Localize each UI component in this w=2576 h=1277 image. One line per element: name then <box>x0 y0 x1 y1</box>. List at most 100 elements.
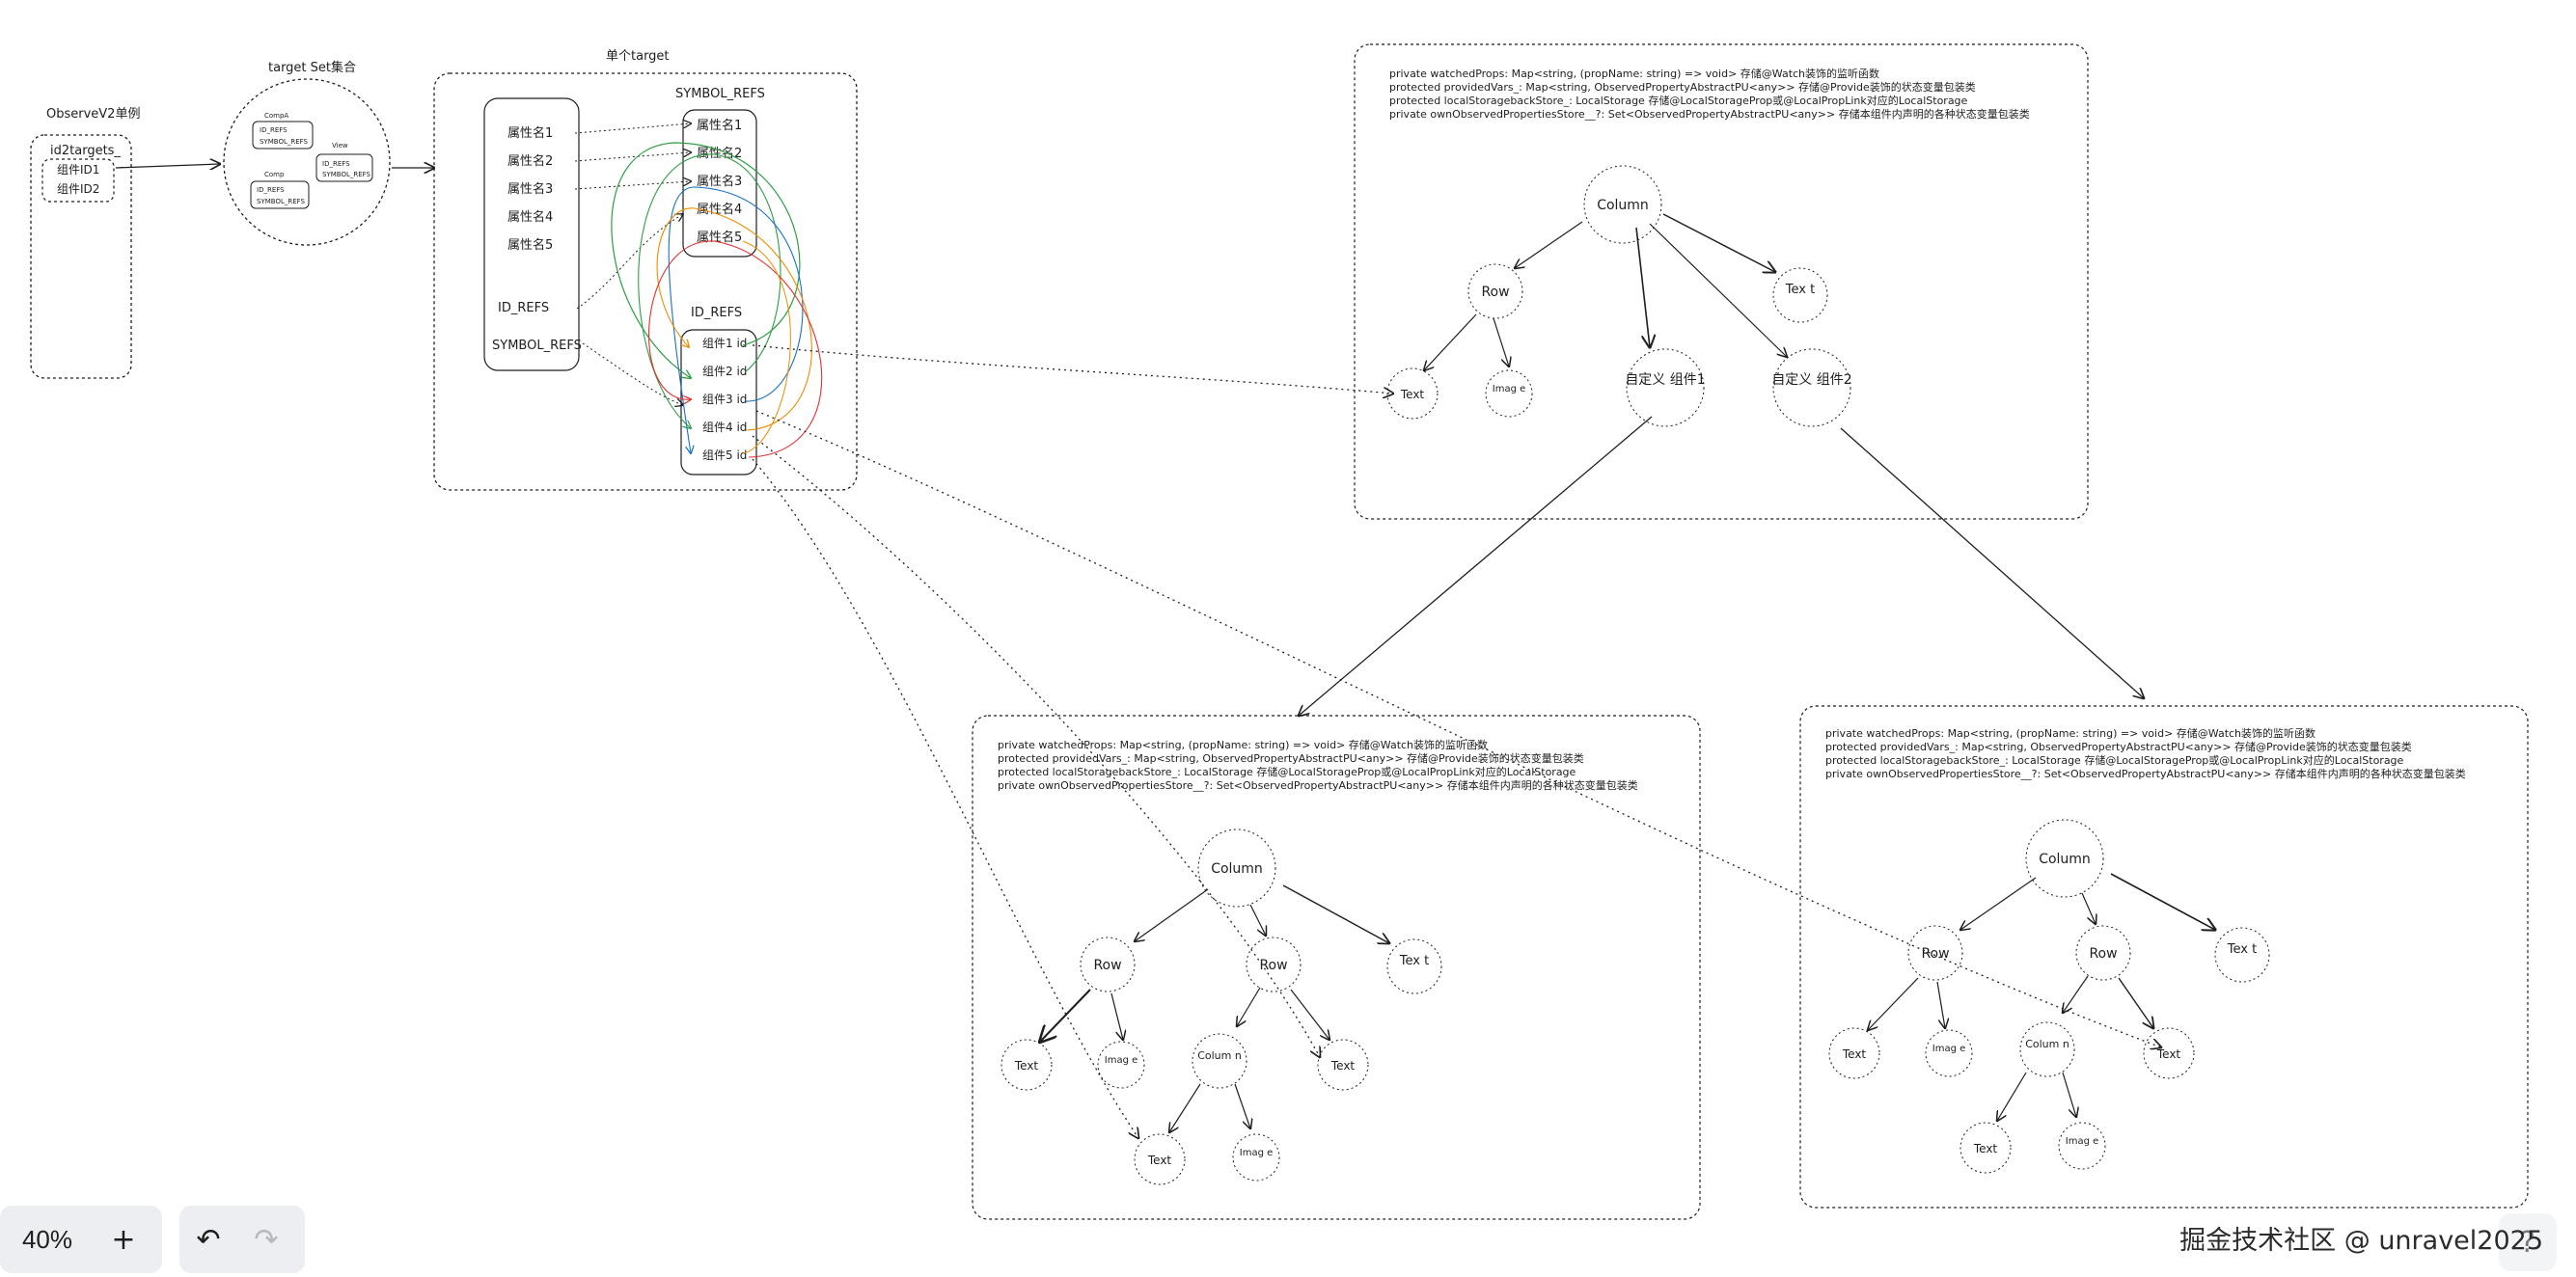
tree-edge[interactable] <box>1135 888 1209 941</box>
prop-link-arrow[interactable] <box>574 152 691 162</box>
tree-node-image[interactable] <box>2058 1122 2106 1170</box>
tree-node-text[interactable] <box>1828 1027 1880 1079</box>
tree-edge[interactable] <box>1649 223 1787 357</box>
id-refs-link-arrow[interactable] <box>576 214 683 310</box>
tree-node-column[interactable] <box>2025 819 2104 898</box>
undo-button[interactable]: ↶ <box>196 1222 221 1257</box>
single-target-title: 单个target <box>606 49 670 64</box>
dependency-curve-green-2[interactable] <box>638 153 781 428</box>
id-ref-link-to-text-b2[interactable] <box>752 458 1138 1138</box>
target-set[interactable]: target Set集合 CompA ID_REFS SYMBOL_REFS V… <box>223 60 391 246</box>
custom1-to-panel-b-arrow[interactable] <box>1299 416 1653 716</box>
tree-node-row[interactable] <box>1467 263 1523 319</box>
props-box[interactable] <box>483 97 580 371</box>
observer-map-box[interactable] <box>41 158 115 203</box>
tree-node-image[interactable] <box>1925 1029 1973 1077</box>
target-set-circle[interactable] <box>223 78 391 246</box>
single-target[interactable]: 单个target 属性名1 属性名2 属性名3 属性名4 属性名5 ID_REF… <box>433 49 858 491</box>
tree-node-label: Column <box>1211 861 1263 877</box>
tree-edge[interactable] <box>1997 1072 2027 1121</box>
component-panel-b-box[interactable] <box>972 715 1701 1220</box>
tree-node-row[interactable] <box>2075 925 2131 981</box>
symbol-refs-link-arrow[interactable] <box>582 342 683 405</box>
observer-singleton[interactable]: ObserveV2单例 id2targets_ 组件ID1 组件ID2 <box>30 107 140 379</box>
tree-edge[interactable] <box>1237 987 1261 1026</box>
dependency-curve-green[interactable] <box>611 142 801 378</box>
observer-box[interactable] <box>30 134 132 379</box>
prop-link-arrow[interactable] <box>574 181 691 190</box>
tree-edge[interactable] <box>1635 227 1650 347</box>
custom2-to-panel-c-arrow[interactable] <box>1840 427 2144 698</box>
tree-edge[interactable] <box>2118 977 2153 1028</box>
tree-node-column[interactable] <box>1192 1033 1247 1089</box>
tree-node-label: Imag e <box>2066 1136 2099 1147</box>
tree-node-text[interactable] <box>1959 1122 2012 1174</box>
zoom-level[interactable]: 40% <box>21 1224 73 1254</box>
tree-node-text[interactable] <box>2214 927 2270 983</box>
tree-node-image[interactable] <box>1485 369 1533 418</box>
tree-edge[interactable] <box>1234 1083 1250 1128</box>
tree-node-label: Text <box>1973 1142 1998 1155</box>
code-line: protected localStoragebackStore_: LocalS… <box>1825 753 2404 767</box>
dependency-curve-blue[interactable] <box>668 186 804 453</box>
prop-link-arrow[interactable] <box>574 123 691 134</box>
tree-edge[interactable] <box>1868 977 1919 1030</box>
target-group-ref: ID_REFS <box>257 186 285 194</box>
target-group-box[interactable] <box>252 121 314 149</box>
id-ref-link-to-text[interactable] <box>752 344 1393 394</box>
prop-name: 属性名3 <box>507 181 553 197</box>
dependency-curve-orange-2[interactable] <box>742 240 791 454</box>
tree-node-column[interactable] <box>2019 1021 2075 1077</box>
tree-edge[interactable] <box>1290 989 1329 1040</box>
tree-node-column[interactable] <box>1583 165 1662 244</box>
component-panel-b[interactable]: private watchedProps: Map<string, (propN… <box>972 715 1701 1220</box>
tree-node-text[interactable] <box>1386 367 1439 420</box>
tree-edge[interactable] <box>1040 989 1091 1042</box>
history-controls: ↶ ↷ <box>179 1206 305 1273</box>
component-panel-a[interactable]: private watchedProps: Map<string, (propN… <box>1354 43 2089 520</box>
tree-edge[interactable] <box>1282 884 1389 943</box>
tree-node-text[interactable] <box>1000 1039 1053 1091</box>
tree-edge[interactable] <box>1249 904 1266 936</box>
tree-edge[interactable] <box>1110 992 1123 1040</box>
tree-edge[interactable] <box>1493 317 1509 367</box>
tree-edge[interactable] <box>1936 981 1945 1028</box>
tree-node-image[interactable] <box>1232 1133 1280 1182</box>
dependency-curve-red[interactable] <box>647 240 823 458</box>
tree-node-row[interactable] <box>1246 937 1302 992</box>
tree-node-text[interactable] <box>1772 267 1828 323</box>
tree-edge[interactable] <box>2062 1072 2076 1117</box>
help-icon[interactable]: ? <box>2499 1213 2557 1271</box>
tree-edge[interactable] <box>2110 873 2215 930</box>
component-panel-a-box[interactable] <box>1354 43 2089 520</box>
tree-node-custom1[interactable] <box>1626 348 1705 427</box>
component-panel-c[interactable]: private watchedProps: Map<string, (propN… <box>1799 705 2529 1209</box>
id-ref-link-to-text-c[interactable] <box>755 410 2161 1047</box>
tree-node-row[interactable] <box>1080 937 1136 992</box>
dependency-curve-orange[interactable] <box>656 207 812 431</box>
tree-node-column[interactable] <box>1197 829 1276 908</box>
tree-node-row[interactable] <box>1907 925 1963 981</box>
observer-to-set-arrow[interactable] <box>115 164 220 168</box>
tree-node-label: Row <box>2089 946 2117 962</box>
target-group-box[interactable] <box>315 153 373 182</box>
zoom-in-button[interactable]: + <box>111 1222 136 1257</box>
tree-node-custom2[interactable] <box>1772 348 1851 427</box>
tree-node-image[interactable] <box>1097 1041 1145 1089</box>
target-group-box[interactable] <box>250 180 310 209</box>
tree-edge[interactable] <box>1169 1083 1201 1132</box>
single-target-box[interactable] <box>433 72 858 491</box>
tree-edge[interactable] <box>1960 877 2037 930</box>
tree-node-text[interactable] <box>1134 1133 1186 1185</box>
tree-node-text[interactable] <box>2143 1027 2195 1079</box>
tree-edge[interactable] <box>1515 221 1583 268</box>
component-panel-c-box[interactable] <box>1799 705 2529 1209</box>
tree-node-text[interactable] <box>1386 938 1442 994</box>
tree-edge[interactable] <box>1424 313 1477 370</box>
tree-edge[interactable] <box>1662 213 1775 272</box>
tree-node-text[interactable] <box>1317 1039 1369 1091</box>
tree-edge[interactable] <box>2063 975 2089 1013</box>
redo-button[interactable]: ↷ <box>254 1222 279 1257</box>
tree-edge[interactable] <box>2081 892 2096 924</box>
